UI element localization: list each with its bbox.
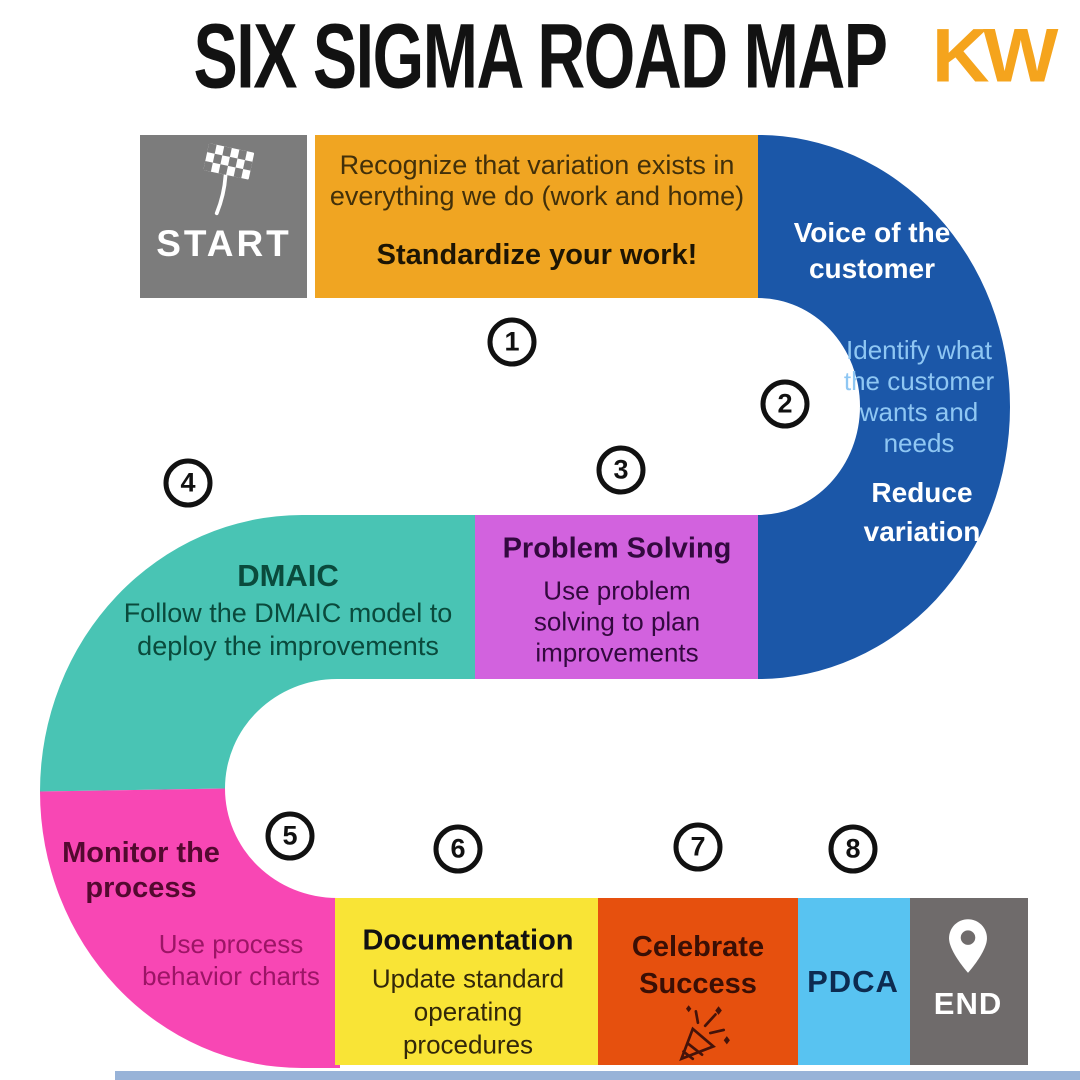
celebrate-success-title: Celebrate Success (631, 931, 765, 1000)
step1-text: Recognize that variation exists in every… (318, 150, 756, 272)
monitor-process-detail: Use process behavior charts (142, 929, 320, 991)
bottom-accent-bar (115, 1071, 1080, 1080)
step-number-1: 1 (487, 317, 537, 367)
pdca-title: PDCA (807, 964, 899, 999)
road-right-curve (758, 135, 1010, 679)
step-number-7: 7 (673, 822, 723, 872)
documentation-detail: Update standard operating procedures (371, 963, 565, 1060)
problem-solving-title: Problem Solving (502, 532, 732, 565)
step-number-4: 4 (163, 458, 213, 508)
dmaic-title: DMAIC (237, 558, 339, 593)
documentation-title: Documentation (362, 924, 574, 957)
party-popper-icon (679, 1005, 730, 1062)
road-documentation-block (335, 898, 598, 1065)
road-pdca-block (798, 898, 910, 1065)
step-number-6: 6 (433, 824, 483, 874)
voice-of-customer-title: Voice of the customer (793, 217, 951, 284)
step-number-5: 5 (265, 811, 315, 861)
road-step1-block (315, 135, 758, 298)
location-pin-icon (949, 919, 987, 973)
end-label: END (933, 986, 1003, 1021)
step1-line: everything we do (work and home) (329, 181, 745, 211)
monitor-process-title: Monitor the process (62, 837, 220, 904)
step-number-8: 8 (828, 824, 878, 874)
problem-solving-detail: Use problem solving to plan improvements (533, 575, 701, 668)
dmaic-detail: Follow the DMAIC model to deploy the imp… (123, 598, 453, 661)
road-celebrate-block (598, 898, 798, 1065)
road-problem-block (475, 515, 758, 679)
step-number-3: 3 (596, 445, 646, 495)
kw-logo: KW (931, 13, 1059, 99)
road-monitor-curve (40, 788, 340, 1068)
checkered-flag-icon (203, 143, 255, 216)
reduce-variation-label: Reduce variation (863, 477, 981, 547)
step-number-2: 2 (760, 379, 810, 429)
page-title: SIX SIGMA ROAD MAP (193, 5, 888, 108)
start-label: START (156, 223, 292, 264)
road-dmaic-area (40, 515, 475, 792)
step1-line: Recognize that variation exists in (339, 150, 735, 180)
voice-of-customer-detail: Identify what the customer wants and nee… (843, 335, 995, 458)
step1-emphasis: Standardize your work! (376, 239, 698, 271)
